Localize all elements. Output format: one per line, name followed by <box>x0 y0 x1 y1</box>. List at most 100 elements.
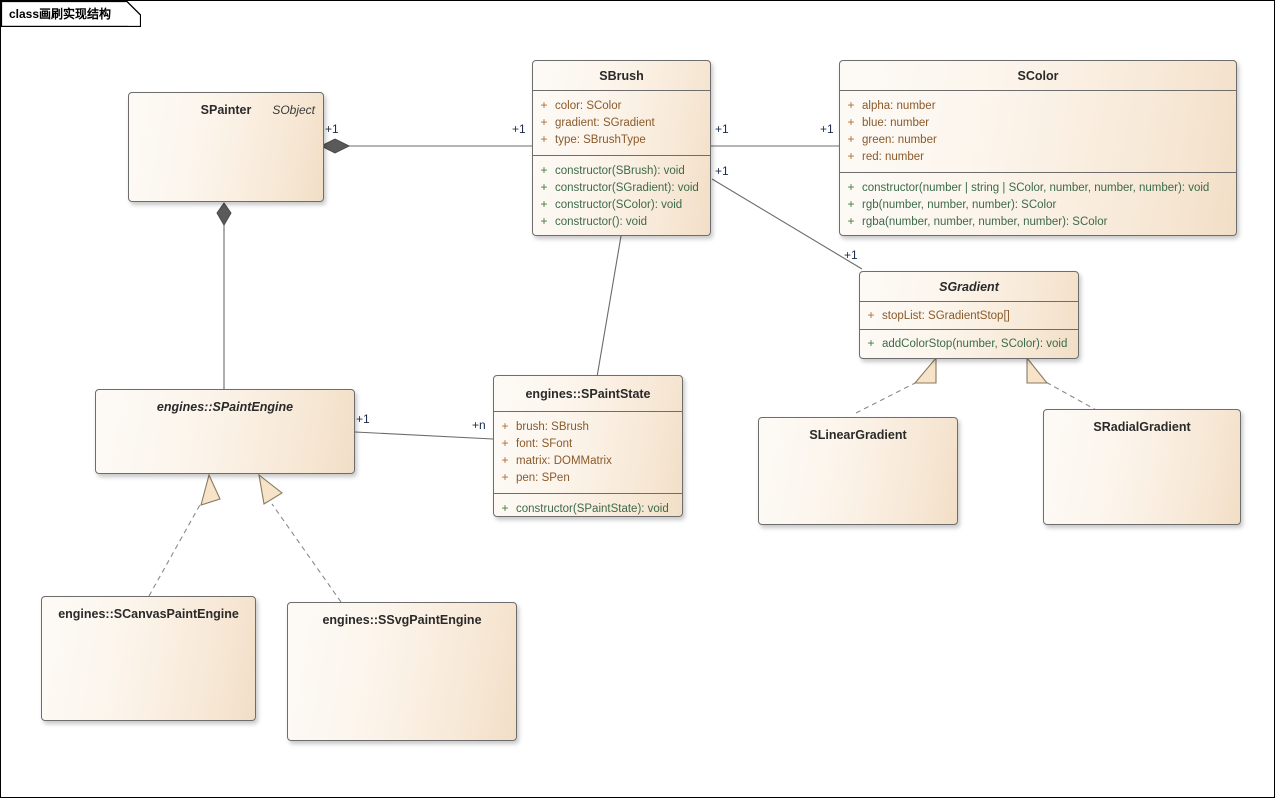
attribute-text: blue: number <box>862 117 930 129</box>
class-title-spaintengine: engines::SPaintEngine <box>96 390 354 424</box>
class-name-sbrush: SBrush <box>599 69 644 83</box>
operations-compartment-scolor: + constructor(number | string | SColor, … <box>840 173 1236 235</box>
class-title-sradialgradient: SRadialGradient <box>1044 410 1240 444</box>
attribute-row: + matrix: DOMMatrix <box>494 452 682 469</box>
operation-text: constructor(number | string | SColor, nu… <box>862 182 1210 194</box>
attributes-compartment-sbrush: + color: SColor + gradient: SGradient + … <box>533 91 710 156</box>
visibility-marker: + <box>540 214 548 228</box>
class-title-sgradient: SGradient <box>860 272 1078 302</box>
class-stereotype-spainter: SObject <box>272 103 315 117</box>
attribute-text: brush: SBrush <box>516 421 589 433</box>
operation-row: + constructor(SBrush): void <box>533 162 710 179</box>
operation-row: + rgba(number, number, number, number): … <box>840 213 1236 230</box>
operation-text: constructor(SColor): void <box>555 199 683 211</box>
operation-text: constructor(SPaintState): void <box>516 503 669 515</box>
diamond-spainter-spaintengine <box>216 202 232 226</box>
class-title-spainter: SPainter SObject <box>129 93 323 127</box>
class-box-sgradient[interactable]: SGradient + stopList: SGradientStop[] + … <box>859 271 1079 359</box>
multiplicity-scolor-sbrush: +1 <box>820 122 834 136</box>
attributes-compartment-scolor: + alpha: number + blue: number + green: … <box>840 91 1236 173</box>
class-name-scanvaspaintengine: engines::SCanvasPaintEngine <box>58 607 239 621</box>
attribute-text: matrix: DOMMatrix <box>516 455 612 467</box>
operation-text: rgb(number, number, number): SColor <box>862 199 1057 211</box>
class-name-sgradient: SGradient <box>939 280 999 294</box>
frame-label-tab: class画刷实现结构 <box>1 1 141 27</box>
multiplicity-spaintengine-spaintstate: +1 <box>356 412 370 426</box>
visibility-marker: + <box>540 115 548 129</box>
visibility-marker: + <box>847 197 855 211</box>
operations-compartment-sgradient: + addColorStop(number, SColor): void <box>860 330 1078 357</box>
operations-compartment-spaintstate: + constructor(SPaintState): void <box>494 494 682 516</box>
attribute-text: stopList: SGradientStop[] <box>882 310 1010 322</box>
edge-sbrush-spaintstate <box>596 235 622 378</box>
attribute-text: green: number <box>862 134 937 146</box>
visibility-marker: + <box>540 197 548 211</box>
triangle-slinear-realization <box>913 356 937 384</box>
attribute-row: + brush: SBrush <box>494 418 682 435</box>
attribute-row: + gradient: SGradient <box>533 114 710 131</box>
operations-compartment-sbrush: + constructor(SBrush): void + constructo… <box>533 156 710 235</box>
attribute-text: pen: SPen <box>516 472 570 484</box>
class-box-spaintstate[interactable]: engines::SPaintState + brush: SBrush + f… <box>493 375 683 517</box>
visibility-marker: + <box>501 453 509 467</box>
attribute-row: + font: SFont <box>494 435 682 452</box>
diamond-spainter-sbrush <box>319 138 351 154</box>
class-name-spainter: SPainter <box>200 103 252 117</box>
operation-text: constructor(SBrush): void <box>555 165 685 177</box>
attributes-compartment-spaintstate: + brush: SBrush + font: SFont + matrix: … <box>494 412 682 494</box>
class-title-scanvaspaintengine: engines::SCanvasPaintEngine <box>42 597 255 631</box>
edge-spaintengine-spaintstate <box>354 431 494 440</box>
class-box-scanvaspaintengine[interactable]: engines::SCanvasPaintEngine <box>41 596 256 721</box>
visibility-marker: + <box>867 336 875 350</box>
attribute-row: + pen: SPen <box>494 469 682 486</box>
visibility-marker: + <box>540 98 548 112</box>
visibility-marker: + <box>847 149 855 163</box>
attribute-row: + type: SBrushType <box>533 131 710 148</box>
class-box-spaintengine[interactable]: engines::SPaintEngine <box>95 389 355 474</box>
frame-label-text: class画刷实现结构 <box>9 7 112 21</box>
class-box-slineargradient[interactable]: SLinearGradient <box>758 417 958 525</box>
attribute-row: + stopList: SGradientStop[] <box>860 307 1078 324</box>
visibility-marker: + <box>501 436 509 450</box>
operation-text: addColorStop(number, SColor): void <box>882 338 1068 350</box>
visibility-marker: + <box>501 470 509 484</box>
edge-scanvas-realization <box>148 502 202 597</box>
attributes-compartment-sgradient: + stopList: SGradientStop[] <box>860 302 1078 330</box>
operation-row: + rgb(number, number, number): SColor <box>840 196 1236 213</box>
visibility-marker: + <box>501 501 509 515</box>
class-box-ssvgpaintengine[interactable]: engines::SSvgPaintEngine <box>287 602 517 741</box>
class-box-spainter[interactable]: SPainter SObject <box>128 92 324 202</box>
multiplicity-spaintstate-spaintengine: +n <box>472 418 486 432</box>
attribute-text: type: SBrushType <box>555 134 646 146</box>
attribute-row: + blue: number <box>840 114 1236 131</box>
class-box-scolor[interactable]: SColor + alpha: number + blue: number + … <box>839 60 1237 236</box>
multiplicity-sbrush-scolor: +1 <box>715 122 729 136</box>
attribute-row: + red: number <box>840 148 1236 165</box>
edge-ssvg-realization <box>271 503 342 603</box>
visibility-marker: + <box>501 419 509 433</box>
class-name-slineargradient: SLinearGradient <box>809 428 907 442</box>
class-box-sbrush[interactable]: SBrush + color: SColor + gradient: SGrad… <box>532 60 711 236</box>
attribute-row: + alpha: number <box>840 97 1236 114</box>
attribute-text: gradient: SGradient <box>555 117 655 129</box>
visibility-marker: + <box>540 132 548 146</box>
class-title-spaintstate: engines::SPaintState <box>494 376 682 412</box>
operation-row: + constructor(SColor): void <box>533 196 710 213</box>
visibility-marker: + <box>847 98 855 112</box>
attribute-text: color: SColor <box>555 100 622 112</box>
class-title-scolor: SColor <box>840 61 1236 91</box>
class-title-slineargradient: SLinearGradient <box>759 418 957 452</box>
triangle-scanvas-realization <box>200 473 221 506</box>
operation-row: + constructor(number | string | SColor, … <box>840 179 1236 196</box>
multiplicity-spainter-sbrush: +1 <box>325 122 339 136</box>
visibility-marker: + <box>867 308 875 322</box>
class-name-sradialgradient: SRadialGradient <box>1093 420 1191 434</box>
visibility-marker: + <box>847 132 855 146</box>
operation-row: + constructor(SGradient): void <box>533 179 710 196</box>
attribute-text: alpha: number <box>862 100 936 112</box>
class-box-sradialgradient[interactable]: SRadialGradient <box>1043 409 1241 525</box>
visibility-marker: + <box>540 163 548 177</box>
triangle-sradial-realization <box>1026 356 1049 384</box>
triangle-ssvg-realization <box>258 473 283 505</box>
